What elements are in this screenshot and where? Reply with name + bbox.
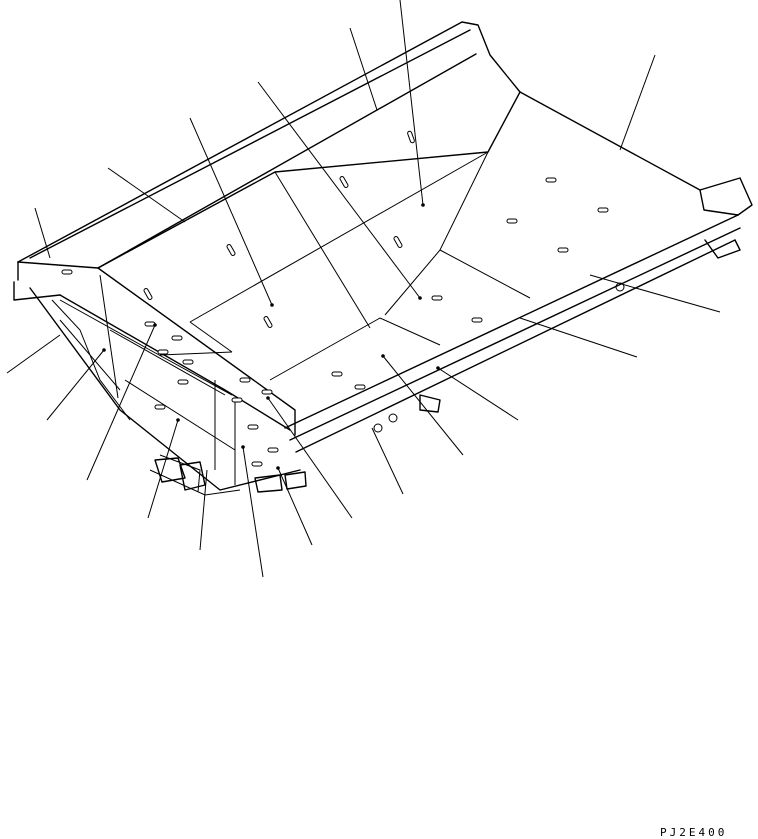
right-side-rail bbox=[284, 91, 753, 453]
leader-dots bbox=[102, 203, 440, 470]
floor-plates bbox=[97, 91, 531, 381]
drawing-code: PJ2E400 bbox=[660, 826, 728, 839]
front-panel bbox=[13, 261, 301, 496]
left-side-rail bbox=[17, 21, 521, 281]
floor-slots bbox=[61, 130, 609, 467]
hinge-brackets bbox=[154, 282, 625, 493]
leader-lines bbox=[6, 0, 721, 578]
